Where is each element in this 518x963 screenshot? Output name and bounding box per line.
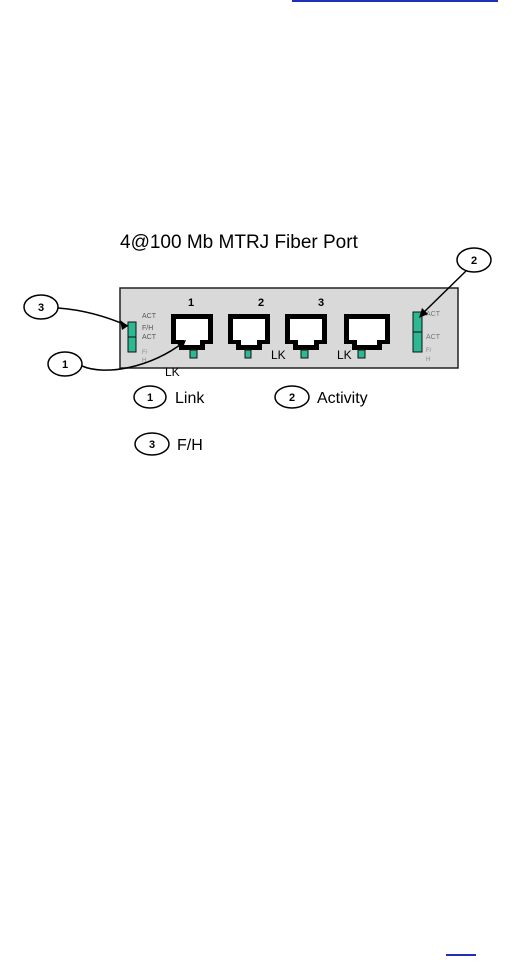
legend-item-link: 1 Link <box>133 385 205 409</box>
port-2 <box>228 314 270 359</box>
callout-2 <box>456 247 492 273</box>
right-led-label: F/ <box>426 348 432 354</box>
right-led-label: ACT <box>426 311 441 318</box>
right-led-label: H <box>426 357 430 363</box>
port-number: 2 <box>258 297 264 309</box>
left-led-label: F/ <box>142 350 148 356</box>
left-led-label: H <box>142 358 146 364</box>
bottom-link-underline[interactable] <box>446 954 476 956</box>
port-number: 3 <box>318 297 324 309</box>
callout-1 <box>47 351 83 377</box>
legend-text: F/H <box>177 437 203 454</box>
left-led-label: ACT <box>142 313 157 320</box>
lk-label: LK <box>337 348 352 362</box>
left-led-label: ACT <box>142 334 157 341</box>
port-4 <box>344 314 390 359</box>
svg-text:1: 1 <box>147 392 153 404</box>
port-number: 1 <box>188 297 194 309</box>
legend-text: Activity <box>317 390 368 407</box>
svg-text:3: 3 <box>38 302 44 314</box>
svg-text:1: 1 <box>62 359 68 371</box>
lk-label: LK <box>165 365 180 379</box>
svg-text:2: 2 <box>289 392 295 404</box>
svg-text:3: 3 <box>149 439 155 451</box>
right-led-label: ACT <box>426 334 441 341</box>
port-3 <box>285 314 327 359</box>
callout-3 <box>23 294 59 320</box>
legend-text: Link <box>175 390 205 407</box>
left-led-label: F/H <box>142 325 153 332</box>
diagram-title: 4@100 Mb MTRJ Fiber Port <box>120 232 358 253</box>
legend-item-activity: 2 Activity <box>274 385 368 409</box>
svg-text:2: 2 <box>471 255 477 267</box>
lk-label: LK <box>271 348 286 362</box>
legend-item-fh: 3 F/H <box>134 432 203 456</box>
top-link-underline[interactable] <box>292 0 498 2</box>
